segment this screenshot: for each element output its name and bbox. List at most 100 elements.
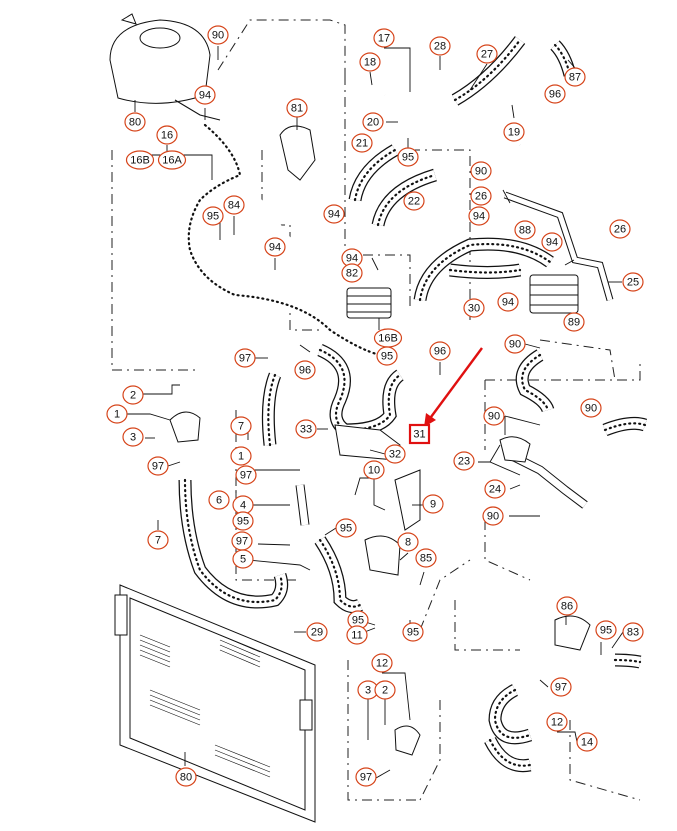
callout-90[interactable]: 90 <box>207 25 229 45</box>
callout-number: 24 <box>489 484 501 496</box>
callout-96[interactable]: 96 <box>429 341 451 361</box>
callout-81[interactable]: 81 <box>286 98 308 118</box>
callout-number: 7 <box>155 535 161 547</box>
callout-89[interactable]: 89 <box>563 312 585 332</box>
callout-84[interactable]: 84 <box>223 195 245 215</box>
callout-3[interactable]: 3 <box>122 427 144 447</box>
callout-83[interactable]: 83 <box>622 622 644 642</box>
callout-bubble <box>106 404 128 424</box>
callout-7[interactable]: 7 <box>230 416 252 436</box>
callout-9[interactable]: 9 <box>422 494 444 514</box>
callout-2[interactable]: 2 <box>374 680 396 700</box>
callout-bubble <box>468 206 490 226</box>
callout-95[interactable]: 95 <box>397 147 419 167</box>
callout-23[interactable]: 23 <box>453 451 475 471</box>
callout-16[interactable]: 16 <box>156 125 178 145</box>
callout-8[interactable]: 8 <box>397 532 419 552</box>
callout-16a[interactable]: 16A <box>157 150 187 170</box>
callout-32[interactable]: 32 <box>384 444 406 464</box>
callout-97[interactable]: 97 <box>355 767 377 787</box>
callout-4[interactable]: 4 <box>232 495 254 515</box>
callout-16b[interactable]: 16B <box>125 150 155 170</box>
callout-3[interactable]: 3 <box>357 680 379 700</box>
highlighted-part-label[interactable]: 31 <box>408 423 431 445</box>
callout-bubble <box>157 150 187 170</box>
callout-88[interactable]: 88 <box>514 220 536 240</box>
callout-22[interactable]: 22 <box>403 191 425 211</box>
callout-80[interactable]: 80 <box>124 112 146 132</box>
callout-number: 90 <box>475 166 487 178</box>
callout-12[interactable]: 12 <box>371 653 393 673</box>
callout-28[interactable]: 28 <box>429 36 451 56</box>
callout-94[interactable]: 94 <box>323 204 345 224</box>
callout-90[interactable]: 90 <box>482 506 504 526</box>
callout-97[interactable]: 97 <box>231 531 253 551</box>
callout-90[interactable]: 90 <box>504 334 526 354</box>
callout-number: 9 <box>430 499 436 511</box>
callout-29[interactable]: 29 <box>306 622 328 642</box>
callout-number: 82 <box>346 268 358 280</box>
callout-86[interactable]: 86 <box>556 596 578 616</box>
callout-97[interactable]: 97 <box>234 348 256 368</box>
callout-95[interactable]: 95 <box>202 206 224 226</box>
callout-95[interactable]: 95 <box>402 622 424 642</box>
callout-14[interactable]: 14 <box>576 732 598 752</box>
callout-11[interactable]: 11 <box>346 625 368 645</box>
callout-bubble <box>264 237 286 257</box>
callout-number: 94 <box>328 209 340 221</box>
callout-82[interactable]: 82 <box>341 263 363 283</box>
callout-1[interactable]: 1 <box>230 446 252 466</box>
callout-80[interactable]: 80 <box>175 767 197 787</box>
callout-7[interactable]: 7 <box>147 530 169 550</box>
callout-96[interactable]: 96 <box>544 84 566 104</box>
callout-10[interactable]: 10 <box>363 460 385 480</box>
callout-30[interactable]: 30 <box>463 298 485 318</box>
callout-95[interactable]: 95 <box>347 610 369 630</box>
callout-87[interactable]: 87 <box>564 67 586 87</box>
callout-number: 97 <box>236 536 248 548</box>
callout-16b[interactable]: 16B <box>373 328 403 348</box>
callout-24[interactable]: 24 <box>484 479 506 499</box>
callout-97[interactable]: 97 <box>550 677 572 697</box>
callout-20[interactable]: 20 <box>362 112 384 132</box>
callout-number: 20 <box>367 117 379 129</box>
callout-1[interactable]: 1 <box>106 404 128 424</box>
callout-85[interactable]: 85 <box>415 548 437 568</box>
callout-number: 94 <box>269 242 281 254</box>
callout-94[interactable]: 94 <box>468 206 490 226</box>
callout-18[interactable]: 18 <box>359 52 381 72</box>
callout-94[interactable]: 94 <box>341 248 363 268</box>
callout-19[interactable]: 19 <box>503 122 525 142</box>
callout-6[interactable]: 6 <box>208 490 230 510</box>
callout-26[interactable]: 26 <box>609 219 631 239</box>
callout-95[interactable]: 95 <box>376 346 398 366</box>
callout-95[interactable]: 95 <box>232 511 254 531</box>
callout-94[interactable]: 94 <box>194 85 216 105</box>
callout-90[interactable]: 90 <box>470 161 492 181</box>
callout-90[interactable]: 90 <box>483 406 505 426</box>
callout-33[interactable]: 33 <box>295 419 317 439</box>
callout-21[interactable]: 21 <box>351 133 373 153</box>
callout-94[interactable]: 94 <box>541 232 563 252</box>
callout-97[interactable]: 97 <box>235 465 257 485</box>
callout-90[interactable]: 90 <box>580 398 602 418</box>
callout-27[interactable]: 27 <box>476 44 498 64</box>
callout-number: 1 <box>238 451 244 463</box>
callout-number: 17 <box>378 33 390 45</box>
callout-95[interactable]: 95 <box>595 620 617 640</box>
callout-94[interactable]: 94 <box>264 237 286 257</box>
callout-17[interactable]: 17 <box>373 28 395 48</box>
callout-96[interactable]: 96 <box>294 360 316 380</box>
callout-25[interactable]: 25 <box>622 272 644 292</box>
callout-number: 95 <box>402 152 414 164</box>
callout-bubble <box>541 232 563 252</box>
callout-number: 95 <box>600 625 612 637</box>
callout-12[interactable]: 12 <box>546 712 568 732</box>
callout-5[interactable]: 5 <box>232 549 254 569</box>
callout-26[interactable]: 26 <box>470 186 492 206</box>
callout-95[interactable]: 95 <box>335 518 357 538</box>
callout-97[interactable]: 97 <box>147 456 169 476</box>
callout-2[interactable]: 2 <box>122 385 144 405</box>
callout-94[interactable]: 94 <box>497 292 519 312</box>
